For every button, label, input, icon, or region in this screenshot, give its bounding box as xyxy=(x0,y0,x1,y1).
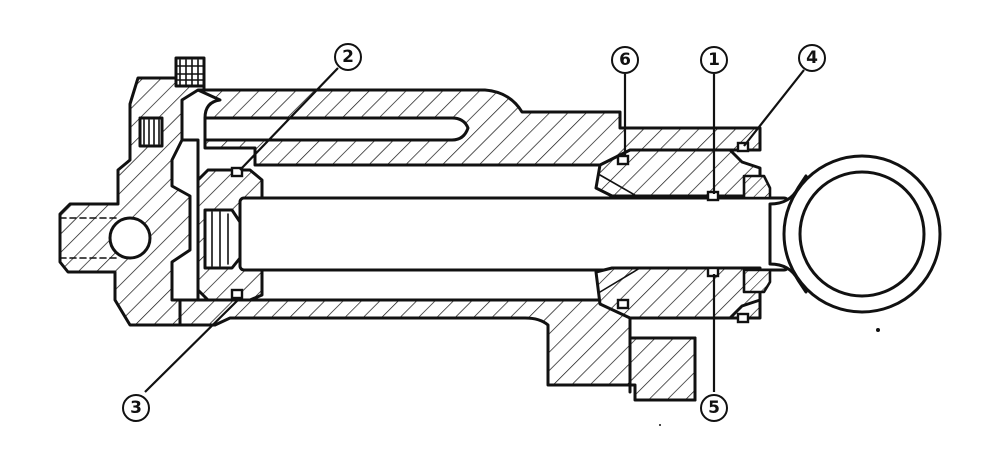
callout-label: 2 xyxy=(342,47,354,67)
seal-4 xyxy=(736,141,750,153)
callout-label: 1 xyxy=(708,50,720,70)
scan-speck xyxy=(876,328,880,332)
gland-assembly xyxy=(594,148,772,320)
scan-speck xyxy=(659,424,661,426)
seal-2 xyxy=(230,166,244,178)
callout-5: 5 xyxy=(700,394,728,422)
callout-2: 2 xyxy=(334,43,362,71)
seals xyxy=(230,141,750,324)
seal-6-lower xyxy=(616,298,630,310)
callout-4: 4 xyxy=(798,44,826,72)
rod-end-eye xyxy=(768,154,942,314)
callout-3: 3 xyxy=(122,394,150,422)
leader-lines xyxy=(144,67,805,393)
seal-6 xyxy=(616,154,630,166)
callout-label: 3 xyxy=(130,398,142,418)
seal-3 xyxy=(230,288,244,300)
callout-label: 5 xyxy=(708,398,720,418)
piston-rod xyxy=(238,196,790,272)
cylinder-body xyxy=(58,56,762,402)
callout-1: 1 xyxy=(700,46,728,74)
callout-6: 6 xyxy=(611,46,639,74)
seal-4-lower xyxy=(736,312,750,324)
callout-label: 4 xyxy=(806,48,818,68)
callout-label: 6 xyxy=(619,50,631,70)
